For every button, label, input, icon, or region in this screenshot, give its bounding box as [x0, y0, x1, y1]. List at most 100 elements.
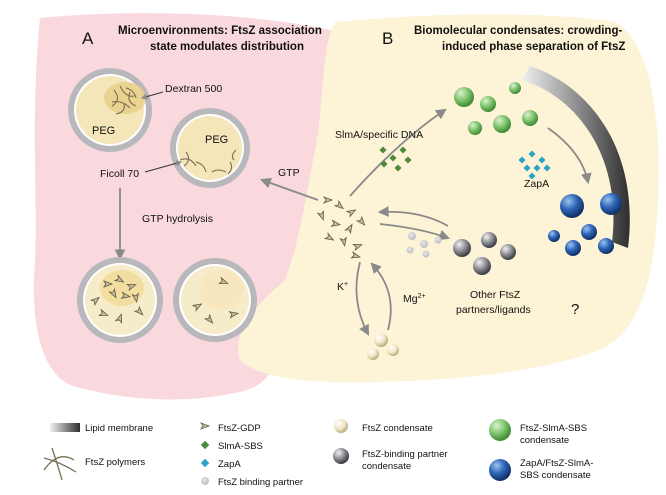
panel-a-letter: A: [82, 29, 94, 48]
ftsz-gdp-glyph: [97, 308, 109, 316]
slma-label: SlmA/specific DNA: [335, 129, 423, 141]
ftsz-gdp-glyph-shape: [97, 308, 109, 316]
dextran-label: Dextran 500: [165, 83, 222, 95]
blue-condensate: [548, 230, 560, 242]
vesicle-gdp-1: [77, 257, 163, 343]
legend-zapa-swatch: [200, 458, 210, 468]
slma-sbs-diamond: [389, 154, 397, 162]
legend-ftsz-condensate: FtsZ condensate: [362, 423, 433, 434]
ftsz-gdp-glyph-shape: [344, 223, 353, 235]
ftsz-gdp-glyph: [203, 313, 214, 324]
green-condensate: [493, 115, 511, 133]
ftsz-gdp-glyph: [191, 303, 203, 312]
ftsz-gdp-glyph-shape: [322, 196, 334, 204]
panel-b-letter: B: [382, 29, 393, 48]
zapa-diamond: [543, 164, 551, 172]
zapa-diamond: [528, 150, 536, 158]
green-condensate: [522, 110, 538, 126]
ftsz-gdp-glyph-shape: [345, 209, 357, 218]
ftsz-gdp-glyph: [345, 209, 357, 218]
legend-ftsz-binding-partner: FtsZ binding partner: [218, 477, 303, 488]
blue-condensate: [600, 193, 622, 215]
panel-a-title-line-2: state modulates distribution: [150, 41, 304, 53]
legend: Lipid membrane FtsZ polymers FtsZ-GDP Sl…: [43, 419, 593, 488]
zapa-diamond: [538, 156, 546, 164]
legend-zapa-condensate-line-2: SBS condensate: [520, 470, 591, 481]
slma-sbs-diamond: [394, 164, 402, 172]
ftsz-gdp-glyph: [114, 313, 122, 325]
legend-ftsz-condensate-swatch: [334, 419, 348, 433]
ftsz-gdp-glyph-shape: [89, 296, 100, 307]
binding-partner-dot: [420, 240, 428, 248]
grey-condensate: [500, 244, 516, 260]
k-label: K+: [337, 281, 348, 293]
slma-sbs-diamond: [380, 160, 388, 168]
legend-zapa: ZapA: [218, 459, 241, 470]
legend-slma-condensate-swatch: [489, 419, 511, 441]
ftsz-gdp-glyph-shape: [217, 276, 229, 284]
question-mark: ?: [571, 301, 579, 318]
ftsz-condensate-drop: [387, 344, 399, 356]
legend-slma-condensate-line-2: condensate: [520, 435, 569, 446]
ftsz-gdp-glyph: [217, 276, 229, 284]
ftsz-gdp-glyph: [199, 422, 211, 430]
slma-sbs-diamonds: [379, 146, 412, 172]
grey-condensate: [473, 257, 491, 275]
ftsz-condensates: [367, 333, 399, 360]
legend-slma-sbs: SlmA-SBS: [218, 441, 263, 452]
ftsz-gdp-glyph-shape: [191, 303, 203, 312]
legend-ftsz-polymers: FtsZ polymers: [85, 457, 145, 468]
peg-label-2: PEG: [205, 134, 228, 146]
zapa-diamond: [533, 164, 541, 172]
ftsz-gdp-glyph: [125, 284, 137, 292]
vesicle-gdp-2: [173, 258, 257, 342]
vesicle-dextran-peg: PEG: [68, 68, 152, 152]
blue-condensate: [560, 194, 584, 218]
panel-b-title-line-2: induced phase separation of FtsZ: [442, 41, 625, 53]
ftsz-gdp-glyph: [228, 311, 240, 319]
ftsz-binding-partners: [406, 232, 442, 258]
panel-a-title-line-1: Microenvironments: FtsZ association: [118, 25, 322, 37]
slma-sbs-diamond: [404, 156, 412, 164]
ftsz-gdp-glyph: [102, 280, 114, 288]
ftsz-gdp-glyph: [355, 215, 366, 226]
ftsz-gdp-glyph-shape: [339, 236, 347, 248]
ftsz-gdp-glyph: [322, 196, 334, 204]
ftsz-gdp-glyph-shape: [131, 292, 139, 304]
zapa-label: ZapA: [524, 178, 549, 190]
panel-b-title-line-1: Biomolecular condensates: crowding-: [414, 25, 622, 37]
ftsz-gdp-glyph: [344, 223, 353, 235]
ftsz-gdp-glyph-shape: [228, 311, 240, 319]
binding-partner-dot: [422, 250, 430, 258]
ftsz-gdp-glyph: [108, 287, 117, 299]
legend-ftsz-polymers-swatch: [43, 447, 77, 481]
ftsz-gdp-glyph: [351, 244, 363, 252]
ftsz-gdp-glyph-shape: [351, 244, 363, 252]
green-condensate: [480, 96, 496, 112]
blue-condensate: [565, 240, 581, 256]
ftsz-gdp-glyph: [316, 209, 324, 221]
binding-partner-dot: [434, 236, 442, 244]
ftsz-gdp-glyph: [333, 199, 344, 210]
blue-condensate: [581, 224, 597, 240]
ftsz-condensate-drop: [374, 333, 388, 347]
ftsz-condensate-drop: [367, 348, 379, 360]
zapa-diamond: [523, 164, 531, 172]
ftsz-gdp-glyph: [131, 292, 139, 304]
ftsz-gdp-glyph: [330, 219, 342, 227]
ftsz-gdp-glyph-shape: [102, 280, 114, 288]
panel-b-background: [238, 14, 659, 383]
gtp-hydrolysis-label: GTP hydrolysis: [142, 213, 213, 225]
legend-partner-condensate-line-1: FtsZ-binding partner: [362, 449, 448, 460]
blue-condensate: [598, 238, 614, 254]
ftsz-gdp-glyph-shape: [113, 274, 125, 283]
other-partners-line-2: partners/ligands: [456, 304, 531, 316]
legend-partner-condensate-swatch: [333, 448, 349, 464]
ftsz-gdp-glyph-shape: [125, 284, 137, 292]
grey-condensate: [453, 239, 471, 257]
binding-partner-dot: [406, 246, 414, 254]
legend-ftsz-gdp-swatch: [199, 422, 211, 430]
legend-ftsz-binding-partner-swatch: [201, 477, 209, 485]
ftsz-gdp-glyph-shape: [323, 232, 335, 241]
